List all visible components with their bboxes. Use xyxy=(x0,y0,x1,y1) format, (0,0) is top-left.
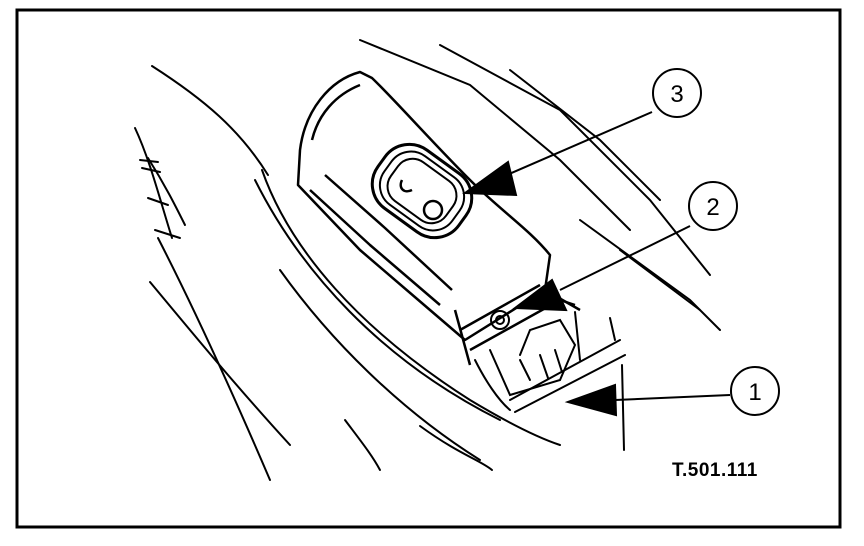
callout-1: 1 xyxy=(730,366,780,416)
switch-housing-clip xyxy=(474,311,626,451)
callout-leader-2 xyxy=(512,225,691,312)
window-switch-button xyxy=(370,142,474,240)
retaining-screw xyxy=(490,310,510,330)
figure-border xyxy=(15,8,842,529)
door-trim-lines xyxy=(134,65,561,481)
switch-housing xyxy=(296,70,581,366)
callout-3: 3 xyxy=(652,68,702,118)
callout-2-number: 2 xyxy=(706,194,719,221)
callout-2: 2 xyxy=(688,181,738,231)
upper-trim xyxy=(359,39,721,331)
trim-hatching xyxy=(139,159,181,239)
callout-leader-1 xyxy=(564,383,731,417)
callout-3-number: 3 xyxy=(670,81,683,108)
callout-leader-3 xyxy=(462,111,653,197)
figure-reference-code: T.501.111 xyxy=(672,460,758,481)
callout-1-number: 1 xyxy=(748,379,761,406)
